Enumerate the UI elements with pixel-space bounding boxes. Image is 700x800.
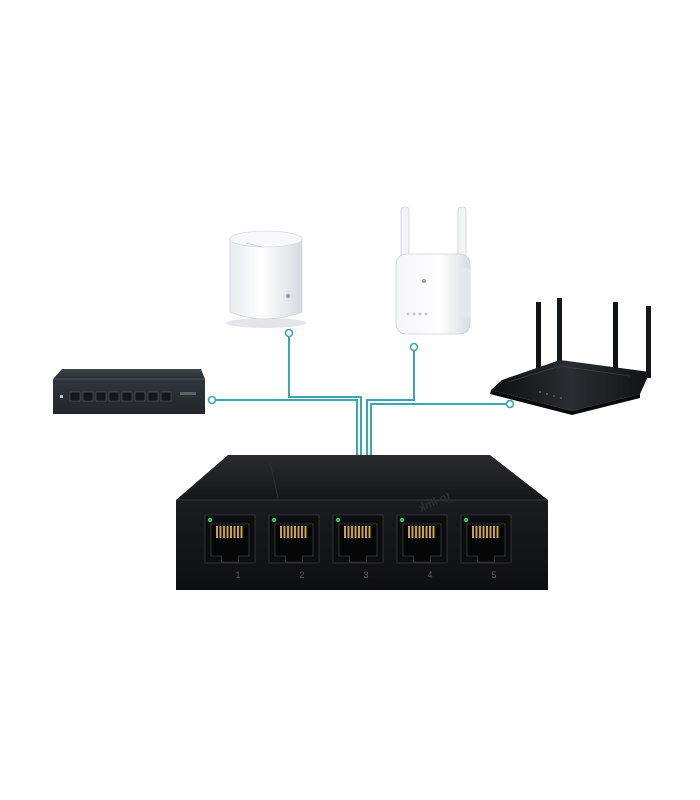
cable-endpoint-router [505,399,515,409]
port-label-4: 4 [427,570,432,580]
range-extender-device [395,206,471,335]
cable-to-mesh-unit [288,336,362,455]
port-led-4 [399,517,405,523]
cable-endpoint-range-extender [409,342,419,352]
mesh-logo-icon [285,293,291,299]
cable-endpoint-mesh-unit [284,328,294,338]
ethernet-port-5[interactable]: 5 [460,514,512,580]
mesh-wifi-unit-device [226,230,306,328]
cable-to-range-extender [366,350,415,455]
port-led-1 [207,517,213,523]
cable-to-desktop-switch [215,399,358,455]
port-led-5 [463,517,469,523]
network-cables [207,328,515,455]
port-led-3 [335,517,341,523]
port-led-2 [271,517,277,523]
desktop-switch-ports [69,391,172,402]
port-label-5: 5 [491,570,496,580]
wifi-router-device [490,298,651,415]
ethernet-port-3[interactable]: 3 [332,514,384,580]
main-switch-ports: 1 2 3 4 5 [204,514,512,580]
cable-to-router [370,403,507,455]
port-label-3: 3 [363,570,368,580]
ethernet-port-2[interactable]: 2 [268,514,320,580]
port-label-2: 2 [299,570,304,580]
port-label-1: 1 [235,570,240,580]
ethernet-port-4[interactable]: 4 [396,514,448,580]
ethernet-port-1[interactable]: 1 [204,514,256,580]
desktop-switch-device [53,369,205,414]
cable-endpoint-desktop-switch [207,395,217,405]
extender-logo-icon [422,279,426,283]
